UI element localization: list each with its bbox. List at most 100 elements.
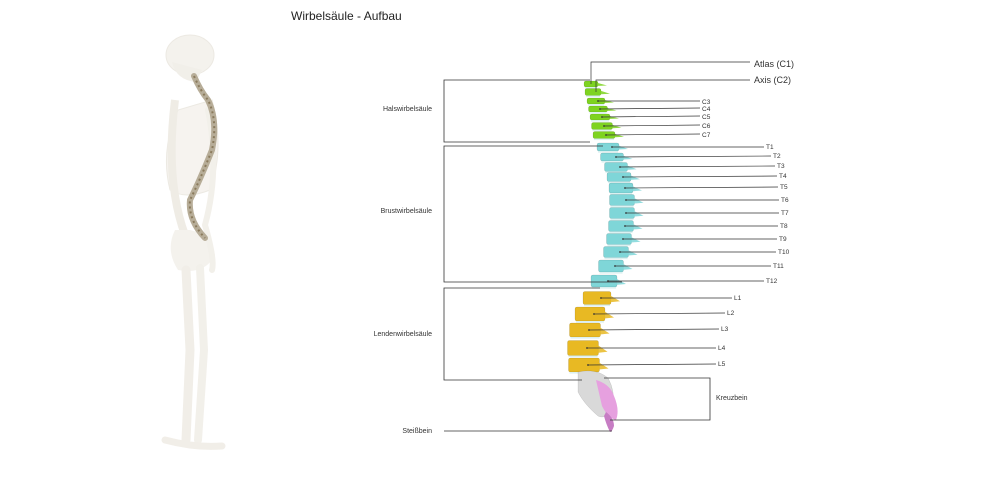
- region-brackets: [443, 79, 711, 432]
- vertebra-t7: [609, 207, 644, 221]
- vertebra-t1: [596, 142, 628, 153]
- vertebra-c4: [588, 105, 617, 114]
- label-t2: T2: [773, 153, 781, 160]
- bracket-thoracic: [443, 145, 622, 283]
- label-t8: T8: [780, 223, 788, 230]
- vertebra-t3: [604, 162, 637, 174]
- label-c7: C7: [702, 132, 711, 139]
- leader-dot-t7: [625, 212, 627, 214]
- leader-dot-t9: [622, 238, 624, 240]
- skeleton-spine: [186, 73, 218, 241]
- label-t9: T9: [779, 236, 787, 243]
- coccyx-shape: [604, 412, 614, 432]
- label-c4: C4: [702, 106, 711, 113]
- label-t4: T4: [779, 173, 787, 180]
- vertebra-l4: [567, 340, 608, 358]
- vertebra-c1: [583, 80, 607, 89]
- label-l3: L3: [721, 326, 729, 333]
- skeleton-illustration: [161, 34, 226, 450]
- label-t11: T11: [773, 263, 784, 270]
- leader-dot-t4: [622, 176, 624, 178]
- label-t1: T1: [766, 144, 774, 151]
- label-atlas: Atlas (C1): [754, 59, 794, 69]
- label-thoracic: Brustwirbelsäule: [381, 208, 432, 215]
- leader-dot-l5: [587, 364, 589, 366]
- leader-dot-t2: [615, 156, 617, 158]
- leader-t2: [615, 155, 772, 158]
- leader-c7: [605, 133, 701, 136]
- leader-dot-c6: [603, 125, 605, 127]
- label-cervical: Halswirbelsäule: [383, 106, 432, 113]
- vertebra-c2: [584, 88, 610, 98]
- leader-t3: [619, 165, 776, 168]
- vertebra-t4: [606, 172, 640, 184]
- leader-l2: [593, 312, 726, 315]
- leader-dot-t1: [611, 146, 613, 148]
- leader-dot-l4: [586, 347, 588, 349]
- label-c3: C3: [702, 99, 711, 106]
- bracket-sacrum: [604, 377, 711, 421]
- leader-axis: [595, 79, 750, 92]
- label-l5: L5: [718, 361, 726, 368]
- leader-l5: [587, 363, 717, 366]
- label-t5: T5: [780, 184, 788, 191]
- sacrum-ridge: [596, 380, 618, 420]
- vertebra-t6: [609, 194, 644, 208]
- leader-dot-t11: [614, 265, 616, 267]
- label-t3: T3: [777, 163, 785, 170]
- vertebra-c7: [592, 131, 624, 141]
- label-t7: T7: [781, 210, 789, 217]
- vertebra-c5: [589, 113, 619, 122]
- leader-lines: [586, 61, 779, 366]
- leader-dot-c3: [597, 100, 599, 102]
- label-t12: T12: [766, 278, 778, 285]
- label-c6: C6: [702, 123, 711, 130]
- vertebra-t5: [608, 182, 642, 195]
- label-c5: C5: [702, 114, 711, 121]
- leader-dot-l2: [593, 313, 595, 315]
- label-coccyx: Steißbein: [402, 428, 432, 435]
- leader-dot-t5: [624, 187, 626, 189]
- vertebra-c3: [586, 97, 614, 106]
- leader-dot-l3: [588, 329, 590, 331]
- leader-dot-t8: [624, 225, 626, 227]
- label-axis: Axis (C2): [754, 75, 791, 85]
- label-t6: T6: [781, 197, 789, 204]
- vertebra-t8: [608, 220, 643, 234]
- leader-dot-c7: [605, 134, 607, 136]
- vertebra-l2: [574, 306, 614, 323]
- vertebra-t11: [598, 259, 633, 274]
- sacrum-bone: [577, 370, 618, 432]
- leader-t5: [624, 186, 779, 189]
- leader-dot-c4: [599, 108, 601, 110]
- bracket-lumbar: [443, 287, 600, 381]
- vertebra-l3: [569, 322, 610, 339]
- leader-atlas: [590, 61, 750, 84]
- label-l1: L1: [734, 295, 742, 302]
- bracket-cervical: [443, 79, 590, 143]
- label-t10: T10: [778, 249, 790, 256]
- leader-dot-t10: [619, 251, 621, 253]
- leader-dot-t6: [625, 199, 627, 201]
- leader-dot-t12: [607, 280, 609, 282]
- leader-c6: [603, 124, 701, 127]
- leader-dot-c5: [601, 116, 603, 118]
- label-l2: L2: [727, 310, 735, 317]
- vertebra-t9: [606, 233, 641, 247]
- leader-dot-l1: [600, 297, 602, 299]
- leader-l3: [588, 328, 720, 331]
- vertebra-t10: [603, 246, 638, 260]
- vertebra-l1: [582, 291, 620, 307]
- vertebra-t12: [590, 274, 626, 289]
- leader-c5: [601, 115, 701, 118]
- leader-c4: [599, 107, 701, 110]
- vertebra-t2: [600, 152, 633, 163]
- label-lumbar: Lendenwirbelsäule: [374, 331, 432, 338]
- label-sacrum: Kreuzbein: [716, 395, 748, 402]
- spine-vertebrae: [567, 80, 644, 374]
- leader-dot-t3: [619, 166, 621, 168]
- label-l4: L4: [718, 345, 726, 352]
- leader-t4: [622, 175, 778, 178]
- page-title: Wirbelsäule - Aufbau: [291, 9, 402, 23]
